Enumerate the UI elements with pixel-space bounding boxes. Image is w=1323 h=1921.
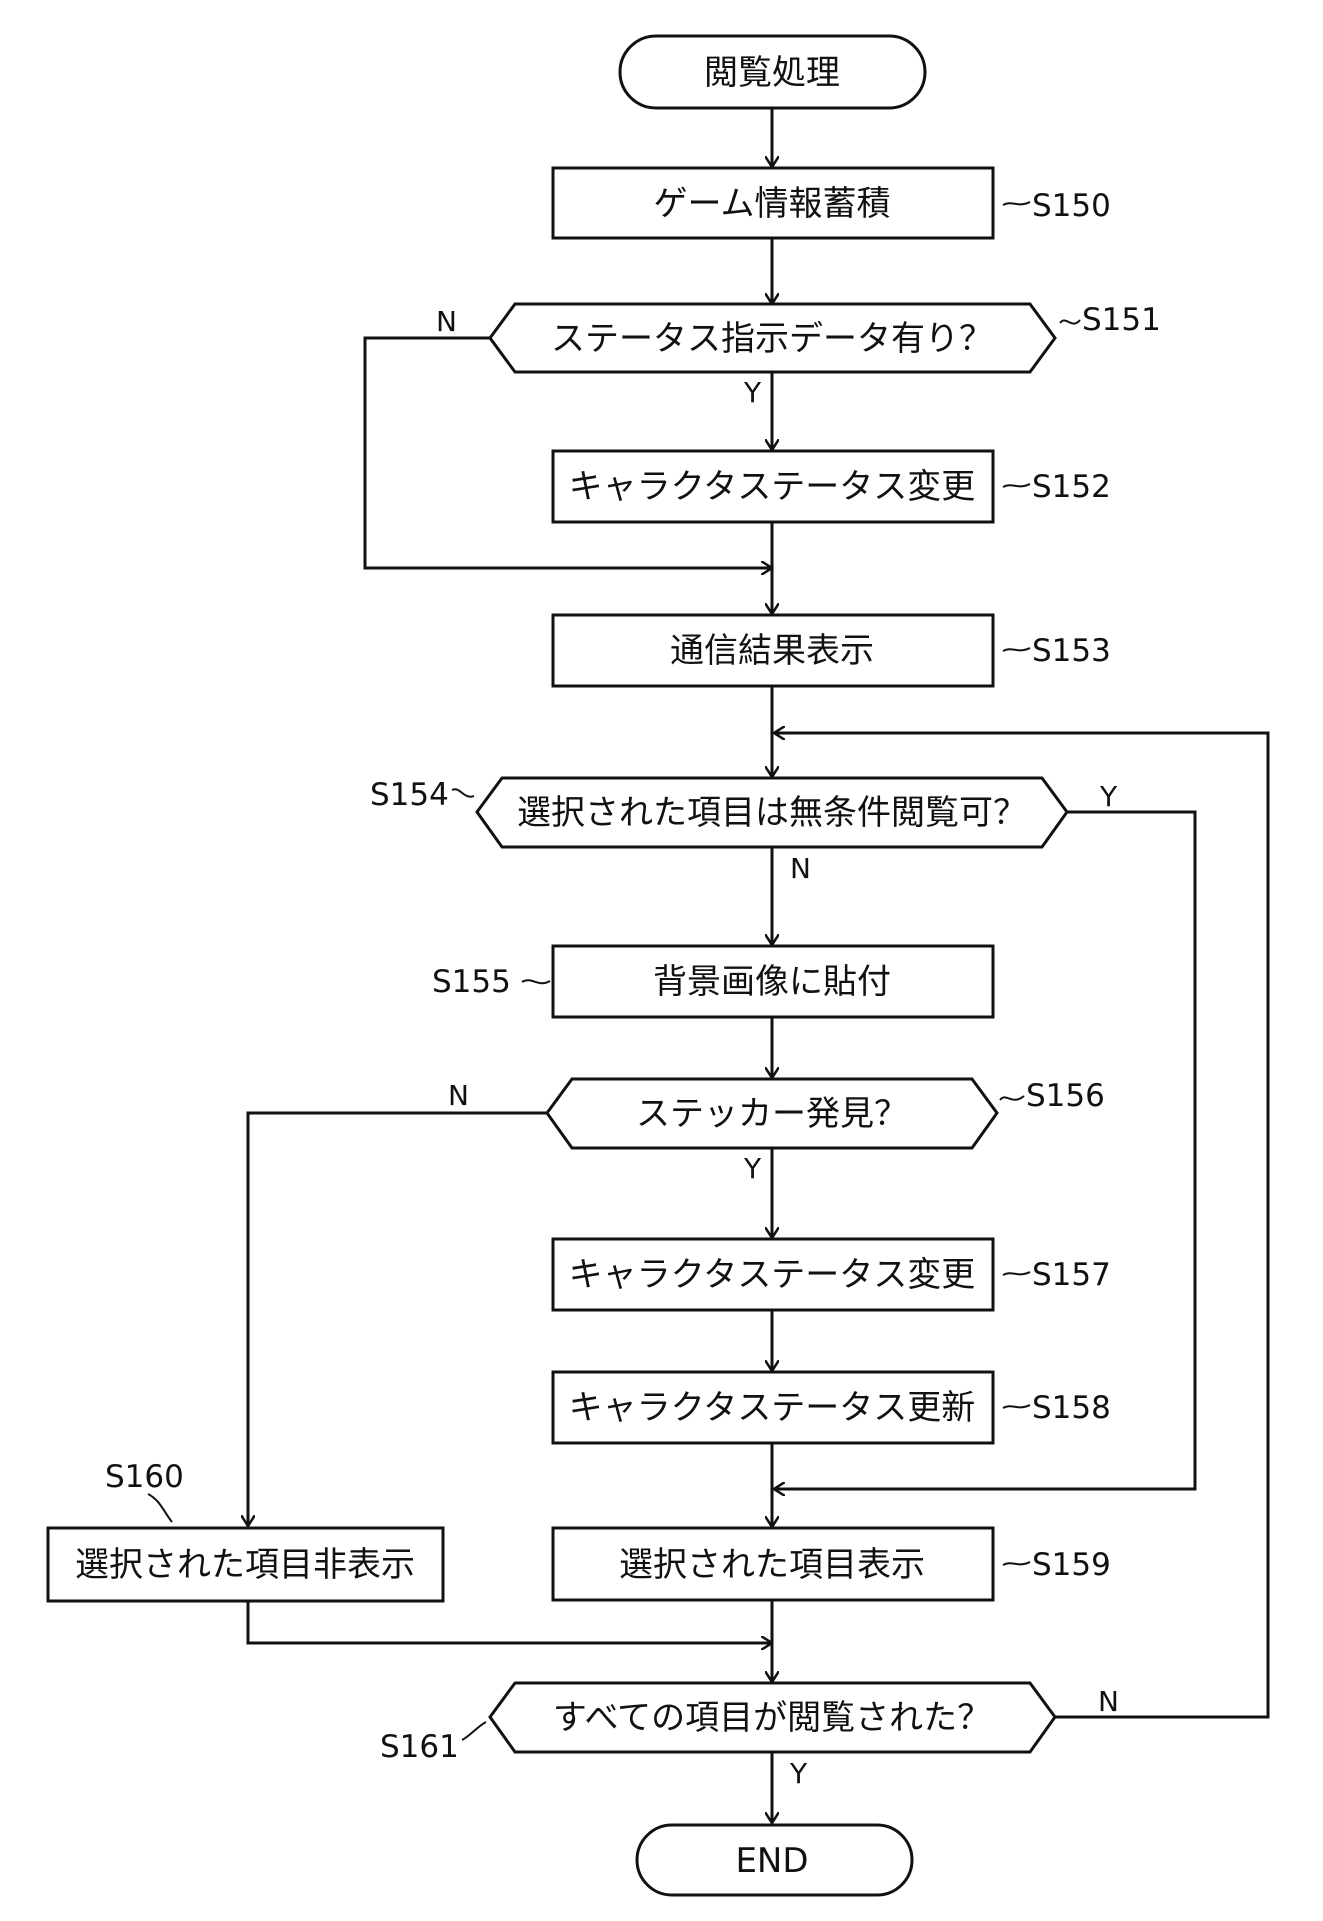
decision-s151-label: S151 — [1082, 302, 1161, 338]
decision-s156-label-tick — [999, 1095, 1025, 1101]
step-s152: キャラクタステータス変更 — [551, 449, 995, 524]
step-s157-text: キャラクタステータス変更 — [569, 1255, 976, 1295]
step-s157-label: S157 — [1032, 1257, 1111, 1293]
decision-s156-yes-label: Y — [743, 1152, 762, 1185]
step-s159-label: S159 — [1032, 1547, 1111, 1583]
decision-s161-yes-label: Y — [789, 1757, 808, 1790]
decision-s154-label-tick — [451, 788, 475, 798]
step-s150: ゲーム情報蓄積 — [551, 166, 995, 240]
step-s150-label: S150 — [1032, 188, 1111, 224]
step-s157: キャラクタステータス変更 — [551, 1237, 995, 1312]
decision-s161-text: すべての項目が閲覧された？ — [553, 1698, 991, 1738]
step-s152-label: S152 — [1032, 469, 1111, 505]
decision-s161: すべての項目が閲覧された？ — [488, 1681, 1057, 1754]
step-s160: 選択された項目非表示 — [46, 1526, 445, 1603]
decision-s156-text: ステッカー発見？ — [636, 1094, 908, 1134]
step-s158-text: キャラクタステータス更新 — [569, 1388, 976, 1428]
edge-s161-no-loop — [774, 733, 1270, 1719]
step-s160-label: S160 — [105, 1459, 184, 1495]
step-s155-label-tick — [521, 979, 551, 985]
step-s150-text: ゲーム情報蓄積 — [654, 184, 891, 224]
step-s155-text: 背景画像に貼付 — [653, 962, 891, 1002]
step-s152-label-tick — [1002, 483, 1031, 488]
decision-s154-label: S154 — [370, 777, 449, 813]
decision-s151-text: ステータス指示データ有り？ — [551, 319, 993, 359]
step-s152-text: キャラクタステータス変更 — [569, 467, 976, 507]
decision-s161-no-label: N — [1098, 1685, 1119, 1718]
decision-s156: ステッカー発見？ — [545, 1077, 999, 1150]
step-s158: キャラクタステータス更新 — [551, 1370, 995, 1445]
step-s157-label-tick — [1002, 1271, 1031, 1276]
end-terminal: END — [635, 1823, 914, 1897]
step-s150-label-tick — [1002, 201, 1031, 206]
step-s155-label: S155 — [432, 964, 511, 1000]
step-s160-text: 選択された項目非表示 — [75, 1545, 415, 1585]
end-label: END — [735, 1841, 808, 1881]
decision-s151-no-label: N — [436, 305, 457, 338]
step-s159-text: 選択された項目表示 — [619, 1545, 925, 1585]
decision-s156-label: S156 — [1026, 1078, 1105, 1114]
decision-s151-yes-label: Y — [743, 376, 762, 409]
decision-s156-no-label: N — [448, 1079, 469, 1112]
step-s160-label-tick — [147, 1493, 173, 1523]
step-s153-label: S153 — [1032, 633, 1111, 669]
decision-s161-label-tick — [461, 1721, 487, 1741]
step-s155: 背景画像に貼付 — [551, 944, 995, 1019]
step-s153: 通信結果表示 — [551, 613, 995, 688]
decision-s151-label-tick — [1059, 319, 1081, 325]
decision-s151: ステータス指示データ有り？ — [488, 302, 1057, 374]
start-label: 閲覧処理 — [704, 53, 840, 93]
decision-s154: 選択された項目は無条件閲覧可？ — [475, 776, 1069, 849]
step-s159: 選択された項目表示 — [551, 1526, 995, 1602]
connectors — [246, 108, 1270, 1823]
edge-s154-yes — [774, 810, 1197, 1489]
decision-s154-text: 選択された項目は無条件閲覧可？ — [517, 793, 1027, 833]
decision-s154-no-label: N — [790, 852, 811, 885]
step-s159-label-tick — [1002, 1561, 1031, 1566]
step-s158-label: S158 — [1032, 1390, 1111, 1426]
start-terminal: 閲覧処理 — [618, 34, 927, 110]
decision-s154-yes-label: Y — [1099, 780, 1118, 813]
decision-s161-label: S161 — [380, 1729, 459, 1765]
step-s158-label-tick — [1002, 1404, 1031, 1409]
step-s153-text: 通信結果表示 — [670, 631, 874, 671]
edge-s160-merge — [246, 1601, 772, 1643]
edge-s151-no — [363, 336, 772, 568]
edge-s156-no — [248, 1111, 547, 1526]
step-s153-label-tick — [1002, 647, 1031, 652]
